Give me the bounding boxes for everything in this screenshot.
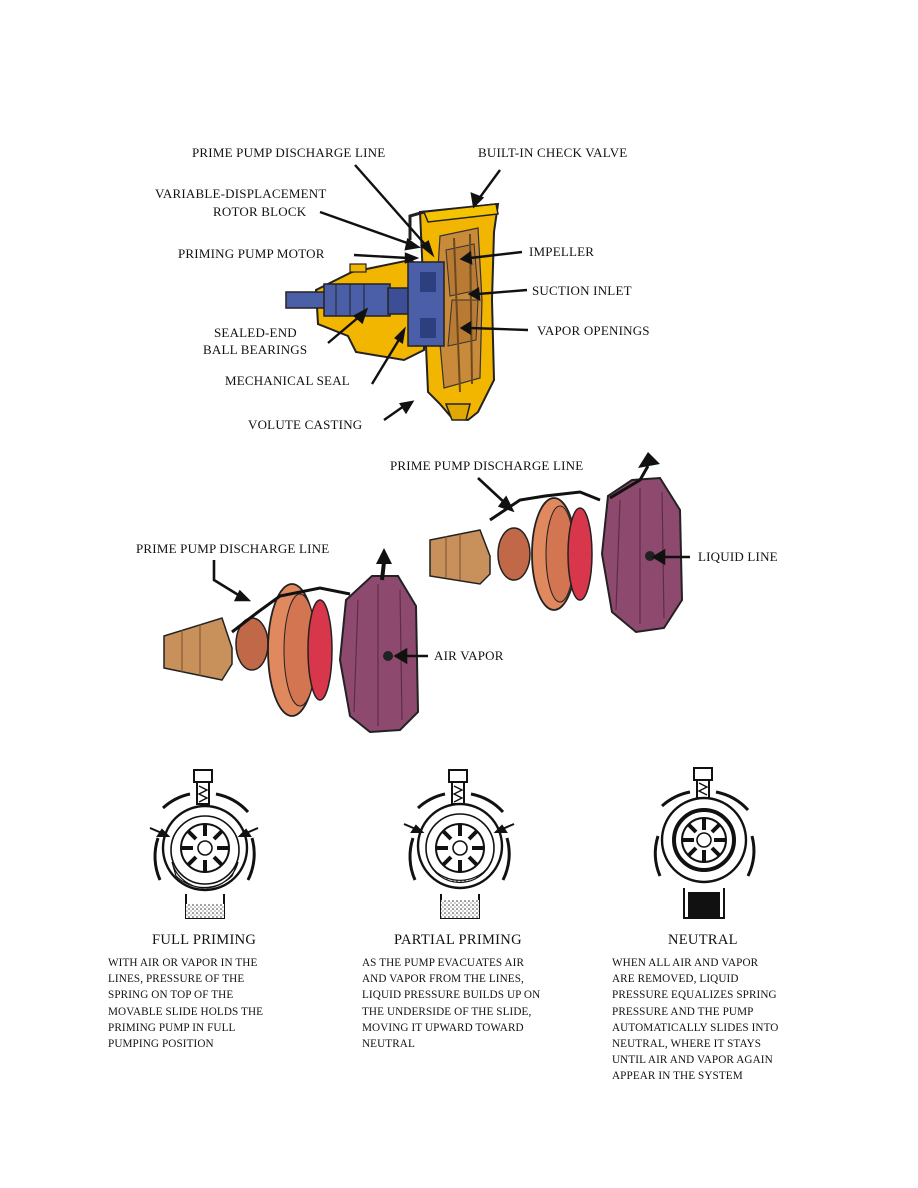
- partial-priming-diagram: [403, 769, 515, 919]
- label-volute-casting: VOLUTE CASTING: [248, 417, 363, 432]
- panel-description-partial-priming: AS THE PUMP EVACUATES AIR AND VAPOR FROM…: [362, 957, 541, 1051]
- label-mechanical-seal: MECHANICAL SEAL: [225, 373, 350, 388]
- discharge-pipe: [408, 210, 425, 240]
- label-vapor-openings: VAPOR OPENINGS: [537, 323, 650, 338]
- left-exploded-assembly: [163, 548, 420, 734]
- label-suction-inlet: SUCTION INLET: [532, 283, 632, 298]
- label-priming-pump-motor: PRIMING PUMP MOTOR: [178, 246, 325, 261]
- label-air-vapor: AIR VAPOR: [434, 648, 504, 663]
- label-prime-pump-discharge-line: PRIME PUMP DISCHARGE LINE: [192, 145, 386, 160]
- label-impeller: IMPELLER: [529, 244, 595, 259]
- neutral-diagram: [653, 767, 756, 919]
- panel-description-full-priming: WITH AIR OR VAPOR IN THE LINES, PRESSURE…: [108, 957, 264, 1051]
- middle-leader-lines: [212, 477, 690, 665]
- label-right-discharge-line: PRIME PUMP DISCHARGE LINE: [390, 458, 584, 473]
- top-leader-lines: [319, 164, 529, 421]
- panel-title-full-priming: FULL PRIMING: [152, 932, 257, 948]
- label-built-in-check-valve: BUILT-IN CHECK VALVE: [478, 145, 628, 160]
- label-left-discharge-line: PRIME PUMP DISCHARGE LINE: [136, 541, 330, 556]
- label-rotor-block: ROTOR BLOCK: [213, 204, 307, 219]
- full-priming-diagram: [149, 769, 259, 919]
- panel-description-neutral: WHEN ALL AIR AND VAPOR ARE REMOVED, LIQU…: [612, 957, 779, 1083]
- label-sealed-end: SEALED-END: [214, 325, 297, 340]
- label-ball-bearings: BALL BEARINGS: [203, 342, 308, 357]
- label-liquid-line: LIQUID LINE: [698, 549, 778, 564]
- panel-title-neutral: NEUTRAL: [668, 932, 738, 948]
- panel-title-partial-priming: PARTIAL PRIMING: [394, 932, 522, 948]
- label-variable-displacement: VARIABLE-DISPLACEMENT: [155, 186, 327, 201]
- priming-motor-shape: [285, 261, 445, 347]
